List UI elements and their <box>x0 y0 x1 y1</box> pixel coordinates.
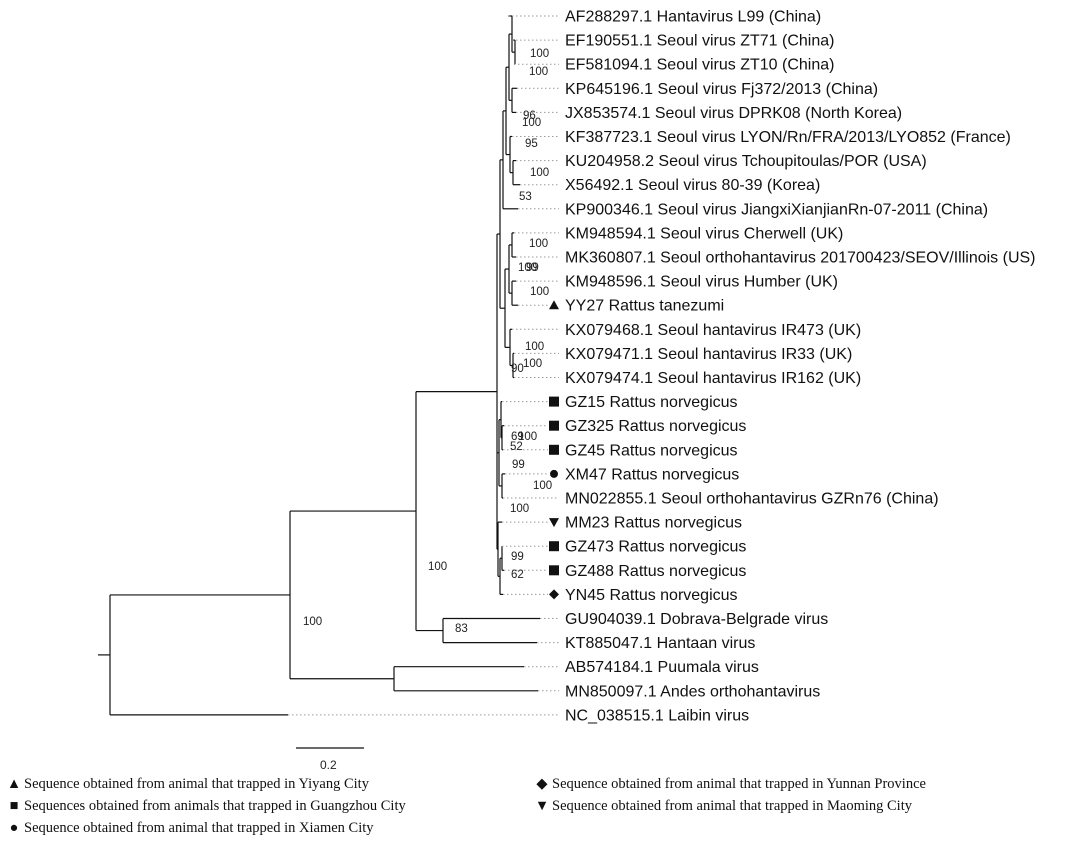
bootstrap-value: 100 <box>523 358 542 370</box>
bootstrap-value: 96 <box>523 110 536 122</box>
tip-label: KP900346.1 Seoul virus JiangxiXianjianRn… <box>565 201 988 218</box>
bootstrap-value: 100 <box>530 48 549 60</box>
tip-label: GZ473 Rattus norvegicus <box>565 539 746 556</box>
bootstrap-value: 99 <box>512 459 525 471</box>
bootstrap-value: 100 <box>529 238 548 250</box>
square-icon <box>549 565 559 576</box>
triangle-down-icon <box>549 518 559 528</box>
square-icon <box>549 444 559 455</box>
scale-bar-label: 0.2 <box>320 758 337 772</box>
circle-icon: ● <box>9 820 19 836</box>
tip-label: AB574184.1 Puumala virus <box>565 659 759 676</box>
bootstrap-value: 100 <box>303 616 322 628</box>
tip-label: KX079468.1 Seoul hantavirus IR473 (UK) <box>565 322 861 339</box>
tip-label: GZ15 Rattus norvegicus <box>565 394 738 411</box>
tip-label: KU204958.2 Seoul virus Tchoupitoulas/POR… <box>565 153 927 170</box>
tip-label: KM948594.1 Seoul virus Cherwell (UK) <box>565 225 843 242</box>
tip-label: GZ488 Rattus norvegicus <box>565 563 746 580</box>
bootstrap-value: 83 <box>455 623 468 635</box>
tip-label: AF288297.1 Hantavirus L99 (China) <box>565 9 821 26</box>
bootstrap-value: 99 <box>526 262 539 274</box>
legend-item-yunnan: ◆Sequence obtained from animal that trap… <box>534 776 926 793</box>
bootstrap-value: 100 <box>428 561 447 573</box>
tip-label: NC_038515.1 Laibin virus <box>565 707 749 724</box>
square-icon <box>549 541 559 552</box>
square-icon: ■ <box>9 798 19 814</box>
triangle-up-icon: ▲ <box>6 776 22 792</box>
triangle-up-icon <box>549 300 559 310</box>
tip-label: GZ45 Rattus norvegicus <box>565 442 738 459</box>
bootstrap-value: 100 <box>518 262 537 274</box>
bootstrap-value: 100 <box>518 431 537 443</box>
tip-labels: AF288297.1 Hantavirus L99 (China) EF19055… <box>565 9 1036 725</box>
bootstrap-value: 62 <box>511 569 524 581</box>
tip-label: X56492.1 Seoul virus 80-39 (Korea) <box>565 177 820 194</box>
tip-markers <box>549 300 559 600</box>
legend-item-guangzhou: ■Sequences obtained from animals that tr… <box>6 798 406 815</box>
bootstrap-value: 100 <box>525 341 544 353</box>
square-icon <box>549 396 559 407</box>
bootstrap-value: 100 <box>530 167 549 179</box>
tip-label: KT885047.1 Hantaan virus <box>565 635 755 652</box>
bootstrap-value: 90 <box>511 363 524 375</box>
legend-item-xiamen: ●Sequence obtained from animal that trap… <box>6 820 374 837</box>
legend-item-maoming: ▼Sequence obtained from animal that trap… <box>534 798 912 814</box>
tip-label: EF190551.1 Seoul virus ZT71 (China) <box>565 33 834 50</box>
triangle-down-icon: ▼ <box>534 798 550 814</box>
circle-icon <box>550 469 558 478</box>
tip-label: KF387723.1 Seoul virus LYON/Rn/FRA/2013/… <box>565 129 1011 146</box>
tip-label: GU904039.1 Dobrava-Belgrade virus <box>565 611 828 628</box>
bootstrap-value: 52 <box>510 441 523 453</box>
tree-branches <box>98 15 540 716</box>
tip-label: XM47 Rattus norvegicus <box>565 466 739 483</box>
tip-label: YY27 Rattus tanezumi <box>565 298 724 315</box>
bootstrap-value: 99 <box>511 551 524 563</box>
tip-label: EF581094.1 Seoul virus ZT10 (China) <box>565 57 834 74</box>
tip-label: KP645196.1 Seoul virus Fj372/2013 (China… <box>565 81 878 98</box>
tip-label: YN45 Rattus norvegicus <box>565 587 738 604</box>
bootstrap-value: 69 <box>511 431 524 443</box>
tip-label: MM23 Rattus norvegicus <box>565 515 742 532</box>
tip-label: KX079471.1 Seoul hantavirus IR33 (UK) <box>565 346 852 363</box>
tip-label: KX079474.1 Seoul hantavirus IR162 (UK) <box>565 370 861 387</box>
bootstrap-value: 95 <box>525 138 538 150</box>
tip-label: MN022855.1 Seoul orthohantavirus GZRn76 … <box>565 491 939 508</box>
bootstrap-value: 100 <box>522 117 541 129</box>
square-icon <box>549 420 559 431</box>
bootstrap-value: 100 <box>530 286 549 298</box>
diamond-icon: ◆ <box>536 776 548 792</box>
bootstrap-value: 100 <box>529 66 548 78</box>
tip-label: KM948596.1 Seoul virus Humber (UK) <box>565 274 838 291</box>
bootstrap-value: 100 <box>533 480 552 492</box>
bootstrap-value: 53 <box>519 191 532 203</box>
tip-label: MN850097.1 Andes orthohantavirus <box>565 683 820 700</box>
diamond-icon <box>549 589 559 600</box>
tip-leader-lines <box>288 15 559 716</box>
tip-label: GZ325 Rattus norvegicus <box>565 418 746 435</box>
bootstrap-values: 1001009610095100531001009910010010090526… <box>303 48 552 635</box>
tip-label: JX853574.1 Seoul virus DPRK08 (North Kor… <box>565 105 902 122</box>
legend-item-yiyang: ▲Sequence obtained from animal that trap… <box>6 776 369 792</box>
tip-label: MK360807.1 Seoul orthohantavirus 2017004… <box>565 250 1036 267</box>
tree-svg: AF288297.1 Hantavirus L99 (China) EF19055… <box>98 9 1036 749</box>
bootstrap-value: 100 <box>510 503 529 515</box>
